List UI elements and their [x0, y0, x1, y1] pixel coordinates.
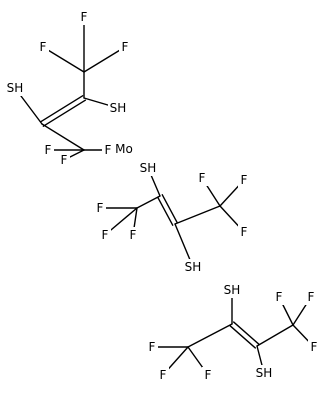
ligand-1: [14, 16, 126, 161]
thiol-group-label: SH: [140, 161, 157, 175]
thiol-group-label: SH: [110, 101, 127, 115]
double-bond: [161, 194, 178, 224]
fluorine-atom-label: F: [61, 153, 68, 167]
atom-label-background: [254, 365, 274, 381]
atom-label-background: [78, 9, 90, 25]
double-bond: [233, 321, 260, 345]
metal-label: Mo: [115, 142, 133, 156]
atom-label-background: [58, 152, 70, 168]
atom-label-background: [94, 200, 106, 216]
atom-label-background: [222, 282, 242, 298]
atom-label-background: [146, 339, 158, 355]
fluorine-atom-label: F: [105, 143, 112, 157]
double-bond: [42, 99, 87, 127]
atom-label-background: [102, 142, 114, 158]
single-bond: [42, 46, 85, 73]
atom-label-background: [305, 289, 317, 305]
single-bond: [187, 323, 233, 348]
ligand-2: [99, 167, 245, 268]
fluorine-atom-label: F: [241, 225, 248, 239]
single-bond: [136, 195, 161, 209]
atom-label-background: [42, 142, 54, 158]
fluorine-atom-label: F: [241, 173, 248, 187]
atom-label-background: [119, 39, 131, 55]
atom-label-background: [308, 339, 320, 355]
atom-label-background: [183, 259, 203, 275]
fluorine-atom-label: F: [205, 368, 212, 382]
fluorine-atom-label: F: [45, 143, 52, 157]
fluorine-atom-label: F: [149, 340, 156, 354]
atom-label-background: [99, 227, 111, 243]
atom-label-background: [127, 227, 139, 243]
double-bond: [229, 325, 256, 349]
atom-label-background: [138, 160, 158, 176]
fluorine-atom-label: F: [97, 201, 104, 215]
thiol-group-label: SH: [256, 366, 273, 380]
fluorine-atom-label: F: [199, 171, 206, 185]
double-bond: [39, 95, 84, 123]
atom-label-background: [238, 224, 250, 240]
fluorine-atom-label: F: [308, 290, 315, 304]
atom-label-background: [238, 172, 250, 188]
thiol-group-label: SH: [224, 283, 241, 297]
fluorine-atom-label: F: [130, 228, 137, 242]
single-bond: [174, 205, 221, 225]
atom-label-background: [108, 100, 128, 116]
ligand-3: [151, 289, 315, 376]
fluorine-atom-label: F: [311, 340, 318, 354]
fluorine-atom-label: F: [276, 290, 283, 304]
atom-label-background: [37, 39, 49, 55]
fluorine-atom-label: F: [81, 10, 88, 24]
atom-label-background: [157, 367, 169, 383]
fluorine-atom-label: F: [102, 228, 109, 242]
single-bond: [83, 46, 126, 73]
single-bond: [41, 123, 85, 151]
double-bond: [157, 196, 174, 226]
atom-label-background: [196, 170, 208, 186]
fluorine-atom-label: F: [122, 40, 129, 54]
atom-label-background: [273, 289, 285, 305]
single-bond: [256, 324, 294, 347]
thiol-group-label: SH: [185, 260, 202, 274]
thiol-group-label: SH: [7, 81, 24, 95]
atom-label-background: [5, 80, 25, 96]
fluorine-atom-label: F: [160, 368, 167, 382]
bonds-layer: [14, 16, 315, 376]
fluorine-atom-label: F: [40, 40, 47, 54]
atom-label-background: [202, 367, 214, 383]
